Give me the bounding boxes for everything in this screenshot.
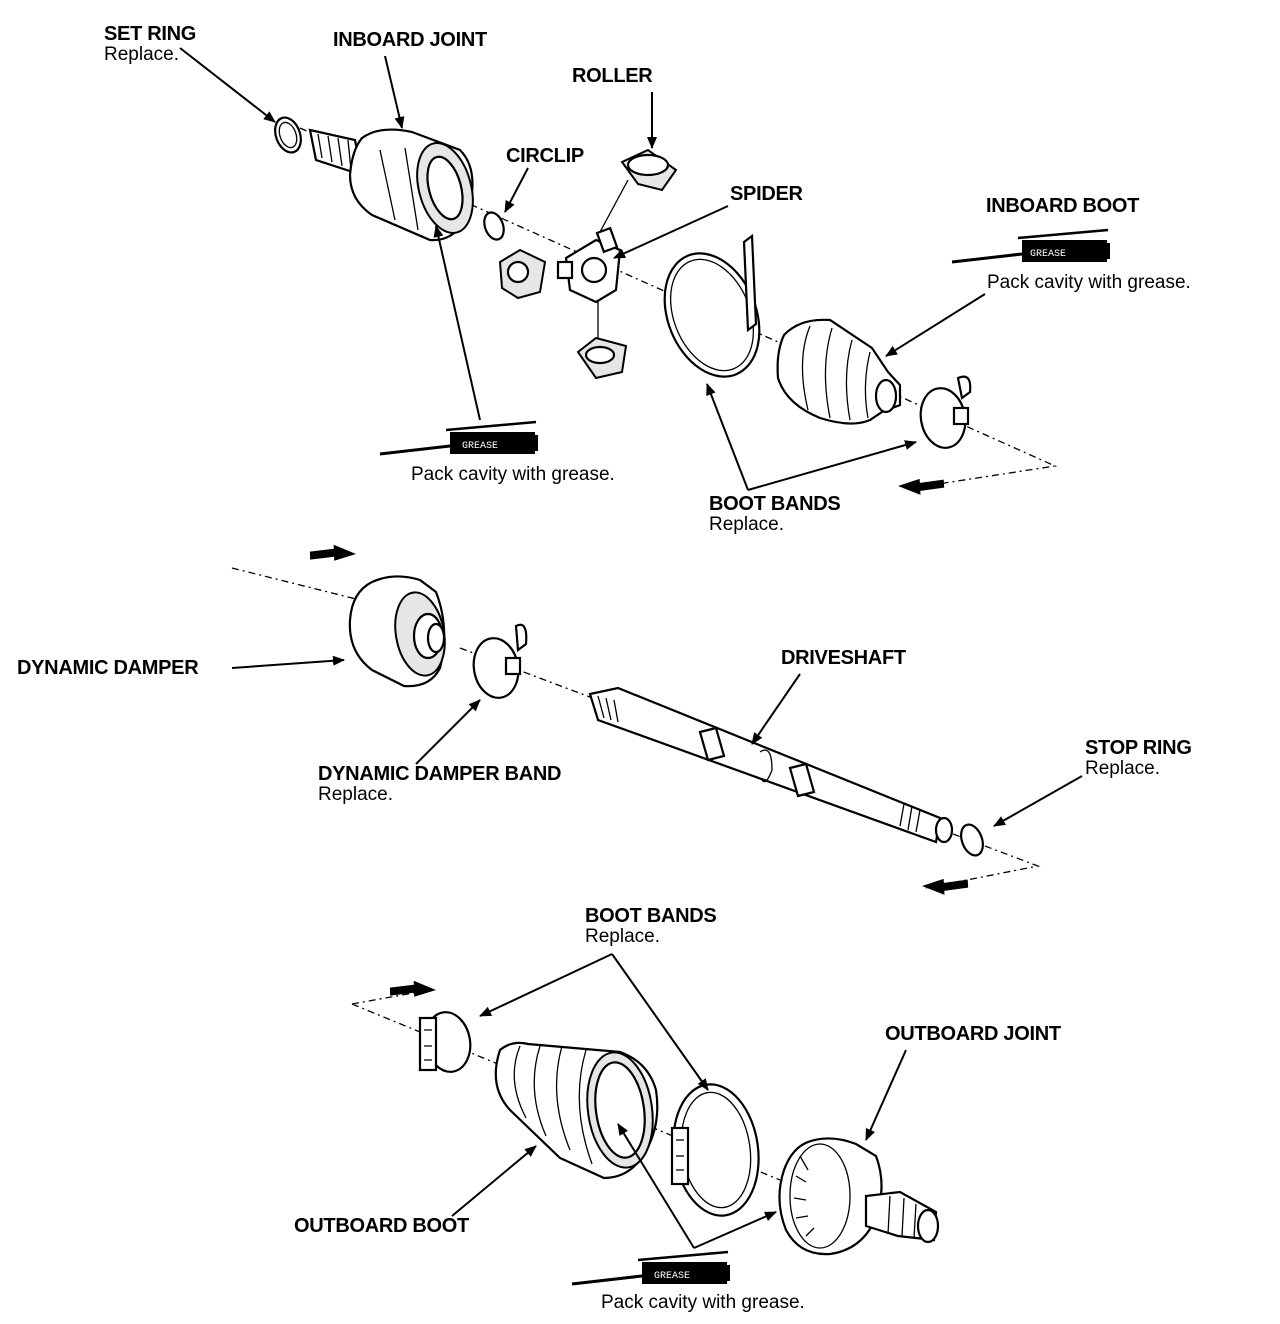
inboard-centerline bbox=[299, 127, 1058, 489]
label-dynamic-damper: DYNAMIC DAMPER bbox=[17, 657, 199, 679]
label-inboard-boot: INBOARD BOOT bbox=[986, 196, 1139, 217]
label-boot-bands-top: BOOT BANDS Replace. bbox=[709, 493, 841, 535]
label-circlip-title: CIRCLIP bbox=[506, 145, 584, 167]
label-roller: ROLLER bbox=[572, 65, 653, 87]
direction-arrow-icon bbox=[897, 477, 945, 496]
driveshaft[interactable] bbox=[588, 686, 954, 844]
label-roller-title: ROLLER bbox=[572, 65, 653, 87]
roller[interactable] bbox=[620, 148, 678, 192]
dynamic-damper-band[interactable] bbox=[469, 623, 528, 702]
label-circlip: CIRCLIP bbox=[506, 146, 584, 167]
label-dynamic-damper-band-sub: Replace. bbox=[318, 784, 393, 805]
inboard-boot[interactable] bbox=[776, 318, 902, 425]
label-set-ring: SET RING Replace. bbox=[104, 24, 196, 65]
label-dynamic-damper-band: DYNAMIC DAMPER BAND Replace. bbox=[318, 764, 561, 805]
outboard-joint[interactable] bbox=[778, 1137, 940, 1256]
spider[interactable] bbox=[556, 226, 622, 304]
label-set-ring-title: SET RING bbox=[104, 23, 197, 45]
set-ring[interactable] bbox=[271, 114, 306, 156]
label-outboard-boot: OUTBOARD BOOT bbox=[294, 1216, 469, 1237]
label-dynamic-damper-band-title: DYNAMIC DAMPER BAND bbox=[318, 763, 562, 785]
direction-arrow-icon bbox=[309, 544, 357, 562]
label-boot-bands-bottom-sub: Replace. bbox=[585, 926, 660, 947]
label-outboard-joint-title: OUTBOARD JOINT bbox=[885, 1023, 1061, 1045]
label-inboard-boot-title: INBOARD BOOT bbox=[986, 195, 1140, 217]
label-driveshaft-title: DRIVESHAFT bbox=[781, 647, 906, 669]
note-outboard-grease: Pack cavity with grease. bbox=[601, 1292, 805, 1313]
label-outboard-joint: OUTBOARD JOINT bbox=[885, 1024, 1061, 1045]
label-inboard-joint-title: INBOARD JOINT bbox=[333, 29, 487, 51]
note-inboard-boot-grease: Pack cavity with grease. bbox=[987, 272, 1191, 293]
circlip[interactable] bbox=[481, 210, 507, 242]
boot-band-outboard-large[interactable] bbox=[665, 1079, 767, 1221]
grease-tube-label-3: GREASE bbox=[654, 1271, 690, 1282]
grease-tube-label-1: GREASE bbox=[1030, 249, 1066, 260]
inboard-joint[interactable] bbox=[308, 128, 482, 242]
label-inboard-joint: INBOARD JOINT bbox=[333, 30, 487, 51]
label-stop-ring-title: STOP RING bbox=[1085, 737, 1192, 759]
label-spider: SPIDER bbox=[730, 184, 803, 205]
roller-left[interactable] bbox=[498, 248, 547, 300]
grease-tube-icon bbox=[570, 1250, 732, 1286]
label-outboard-boot-title: OUTBOARD BOOT bbox=[294, 1215, 469, 1237]
label-boot-bands-bottom: BOOT BANDS Replace. bbox=[585, 905, 717, 947]
direction-arrow-icon bbox=[921, 877, 969, 896]
grease-tube-label-2: GREASE bbox=[462, 441, 498, 452]
label-boot-bands-top-sub: Replace. bbox=[709, 514, 784, 535]
grease-tube-icon bbox=[378, 420, 540, 456]
label-driveshaft: DRIVESHAFT bbox=[781, 648, 906, 669]
roller-lower[interactable] bbox=[576, 336, 628, 380]
label-set-ring-sub: Replace. bbox=[104, 44, 179, 65]
label-dynamic-damper-title: DYNAMIC DAMPER bbox=[17, 657, 199, 679]
label-boot-bands-top-title: BOOT BANDS bbox=[709, 493, 841, 515]
dynamic-damper[interactable] bbox=[348, 575, 451, 688]
shaft-assembly bbox=[231, 544, 1083, 896]
note-inboard-joint-grease: Pack cavity with grease. bbox=[411, 464, 615, 485]
label-boot-bands-bottom-title: BOOT BANDS bbox=[585, 905, 717, 927]
outboard-boot[interactable] bbox=[494, 1041, 660, 1180]
direction-arrow-icon bbox=[389, 980, 437, 998]
boot-band-large[interactable] bbox=[647, 233, 777, 391]
boot-band-outboard-small[interactable] bbox=[418, 1009, 475, 1076]
boot-band-small[interactable] bbox=[916, 375, 972, 452]
inboard-assembly: GREASE GREASE bbox=[179, 47, 1112, 496]
label-stop-ring: STOP RING Replace. bbox=[1085, 738, 1192, 779]
stop-ring[interactable] bbox=[957, 822, 987, 859]
outboard-assembly: GREASE bbox=[351, 953, 940, 1286]
label-stop-ring-sub: Replace. bbox=[1085, 758, 1160, 779]
label-spider-title: SPIDER bbox=[730, 183, 803, 205]
